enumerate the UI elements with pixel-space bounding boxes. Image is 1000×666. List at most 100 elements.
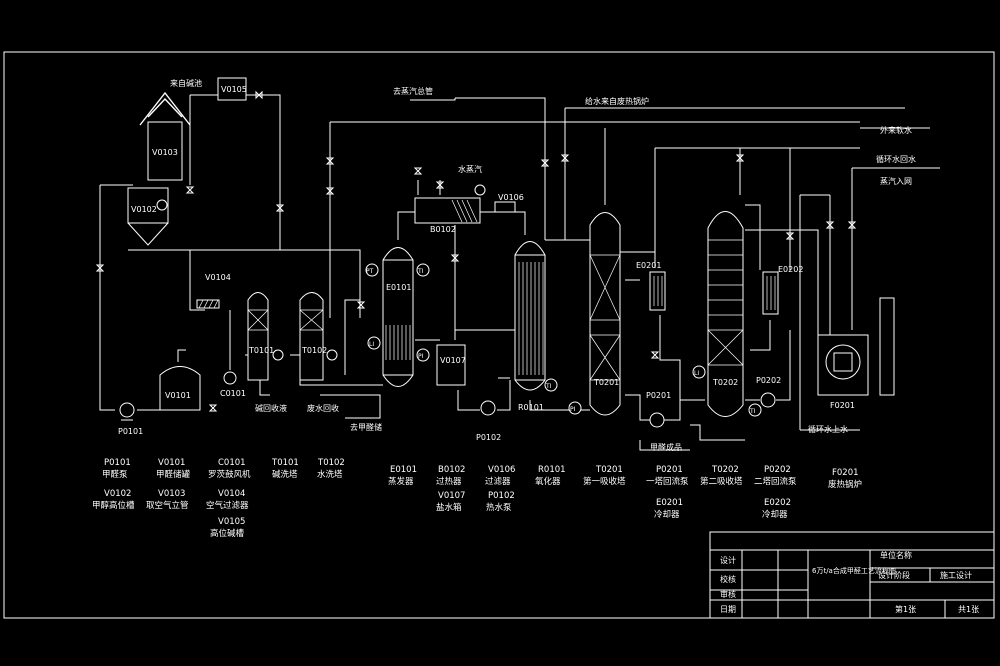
tag-t0201: T0201 <box>593 378 619 387</box>
legend-tag: V0103 <box>158 489 185 499</box>
tag-e0101: E0101 <box>386 283 411 292</box>
equipment-p0101: P0101 <box>118 402 143 436</box>
stream-label-water-steam: 水蒸汽 <box>458 164 482 174</box>
tag-v0106: V0106 <box>498 193 524 202</box>
stream-label-cooling-water-supply: 循环水上水 <box>808 424 848 434</box>
tag-p0202: P0202 <box>756 376 781 385</box>
legend-tag: V0101 <box>158 458 185 468</box>
stream-label-from-alkali: 来自碱池 <box>170 78 202 88</box>
equipment-legend: P0101 甲醛泵 V0101 甲醛储罐 C0101 罗茨鼓风机 T0101 碱… <box>92 458 862 539</box>
legend-name: 盐水箱 <box>436 502 462 513</box>
legend-tag: T0101 <box>271 458 299 468</box>
tb-total: 共1张 <box>958 605 979 614</box>
legend-tag: E0101 <box>390 465 417 475</box>
legend-tag: E0202 <box>764 498 791 508</box>
legend-tag: F0201 <box>832 468 859 478</box>
instrument-pi-2: PI <box>570 406 576 413</box>
tb-sheet: 第1张 <box>895 604 916 614</box>
equipment-e0101: E0101 <box>382 247 414 387</box>
legend-tag: P0202 <box>764 465 791 475</box>
equipment-e0201: E0201 <box>636 261 666 311</box>
legend-name: 冷却器 <box>762 509 788 520</box>
legend-name: 冷却器 <box>654 509 680 520</box>
tag-v0102: V0102 <box>131 205 157 214</box>
equipment-v0107: V0107 <box>436 344 466 386</box>
legend-name: 二塔回流泵 <box>754 476 797 487</box>
equipment-v0104: V0104 <box>196 273 231 309</box>
stream-label-to-steam-pipe: 去蒸汽总管 <box>393 86 433 96</box>
legend-tag: T0102 <box>317 458 345 468</box>
legend-tag: T0201 <box>595 465 623 475</box>
stream-label-formaldehyde-product: 甲醛成品 <box>650 442 682 452</box>
tag-e0202: E0202 <box>778 265 803 274</box>
tag-v0103: V0103 <box>152 148 178 157</box>
equipment-p0102: P0102 <box>476 400 501 442</box>
tb-design-stage: 设计阶段 <box>878 570 910 580</box>
tag-v0107: V0107 <box>440 356 466 365</box>
tag-t0202: T0202 <box>712 378 738 387</box>
legend-name: 甲醛泵 <box>102 469 128 480</box>
instrument-li-2: LI <box>694 370 699 377</box>
equipment-r0101: R0101 <box>514 241 546 412</box>
instrument-ti: TI <box>417 268 424 275</box>
legend-tag: E0201 <box>656 498 683 508</box>
legend-name: 甲醛储罐 <box>156 469 191 480</box>
equipment-p0201: P0201 <box>646 391 671 428</box>
legend-name: 第二吸收塔 <box>700 476 743 487</box>
tb-review: 审核 <box>720 589 736 599</box>
legend-tag: P0201 <box>656 465 683 475</box>
legend-tag: C0101 <box>218 458 246 468</box>
legend-tag: P0102 <box>488 491 515 501</box>
equipment-v0101: V0101 <box>159 349 201 411</box>
tag-p0201: P0201 <box>646 391 671 400</box>
legend-tag: V0104 <box>218 489 245 499</box>
equipment-v0105: V0105 <box>217 77 247 101</box>
stream-label-cooling-water-return: 循环水回水 <box>876 154 916 164</box>
legend-name: 碱洗塔 <box>272 469 298 480</box>
tb-date: 日期 <box>720 605 736 614</box>
legend-name: 水洗塔 <box>317 469 343 480</box>
tag-r0101: R0101 <box>518 403 544 412</box>
equipment-f0201: F0201 <box>817 297 895 410</box>
drawing-frame <box>3 51 995 619</box>
legend-tag: P0101 <box>104 458 131 468</box>
tb-check: 校核 <box>720 574 736 584</box>
instrument-pt: PT <box>366 268 374 275</box>
legend-tag: V0107 <box>438 491 465 501</box>
stream-label-to-formalin-store: 去甲醛储 <box>350 422 382 432</box>
legend-name: 过热器 <box>436 476 462 487</box>
legend-name: 热水泵 <box>486 502 512 513</box>
legend-tag: V0102 <box>104 489 131 499</box>
instrument-ti-3: TI <box>749 408 756 415</box>
instruments: PT TI LI PI TI PI LI TI <box>365 263 762 417</box>
diagram-title: 6万t/a合成甲醛工艺流程图 <box>812 566 896 575</box>
legend-tag: T0202 <box>711 465 739 475</box>
tag-b0102: B0102 <box>430 225 456 234</box>
tag-f0201: F0201 <box>830 401 855 410</box>
stream-label-thin-water-recovery: 废水回收 <box>307 403 339 413</box>
tag-t0101: T0101 <box>248 346 274 355</box>
tag-e0201: E0201 <box>636 261 661 270</box>
tag-v0101: V0101 <box>165 391 191 400</box>
equipment-e0202: E0202 <box>762 265 803 315</box>
legend-name: 取空气立管 <box>146 500 189 511</box>
instrument-pi: PI <box>418 353 424 360</box>
equipment-t0201: T0201 <box>589 212 621 416</box>
tb-stage-value: 施工设计 <box>940 570 972 580</box>
equipment-v0102: V0102 <box>127 187 169 246</box>
valves <box>95 90 857 412</box>
legend-name: 高位碱槽 <box>210 528 245 539</box>
legend-name: 蒸发器 <box>388 476 414 487</box>
legend-tag: V0105 <box>218 517 245 527</box>
tag-v0104: V0104 <box>205 273 231 282</box>
equipment-t0101: T0101 <box>247 292 284 381</box>
equipment-t0102: T0102 <box>299 292 338 381</box>
stream-label-boiler-feed-water: 给水来自废热锅炉 <box>585 96 649 106</box>
legend-name: 废热锅炉 <box>828 479 862 490</box>
legend-name: 甲醇高位槽 <box>92 500 135 511</box>
stream-label-alkali-recovery: 碱回收液 <box>255 403 287 413</box>
legend-tag: V0106 <box>488 465 515 475</box>
title-block: 设计 校核 审核 日期 6万t/a合成甲醛工艺流程图 单位名称 设计阶段 施工设… <box>709 531 995 619</box>
equipment-v0103: V0103 <box>139 91 191 181</box>
